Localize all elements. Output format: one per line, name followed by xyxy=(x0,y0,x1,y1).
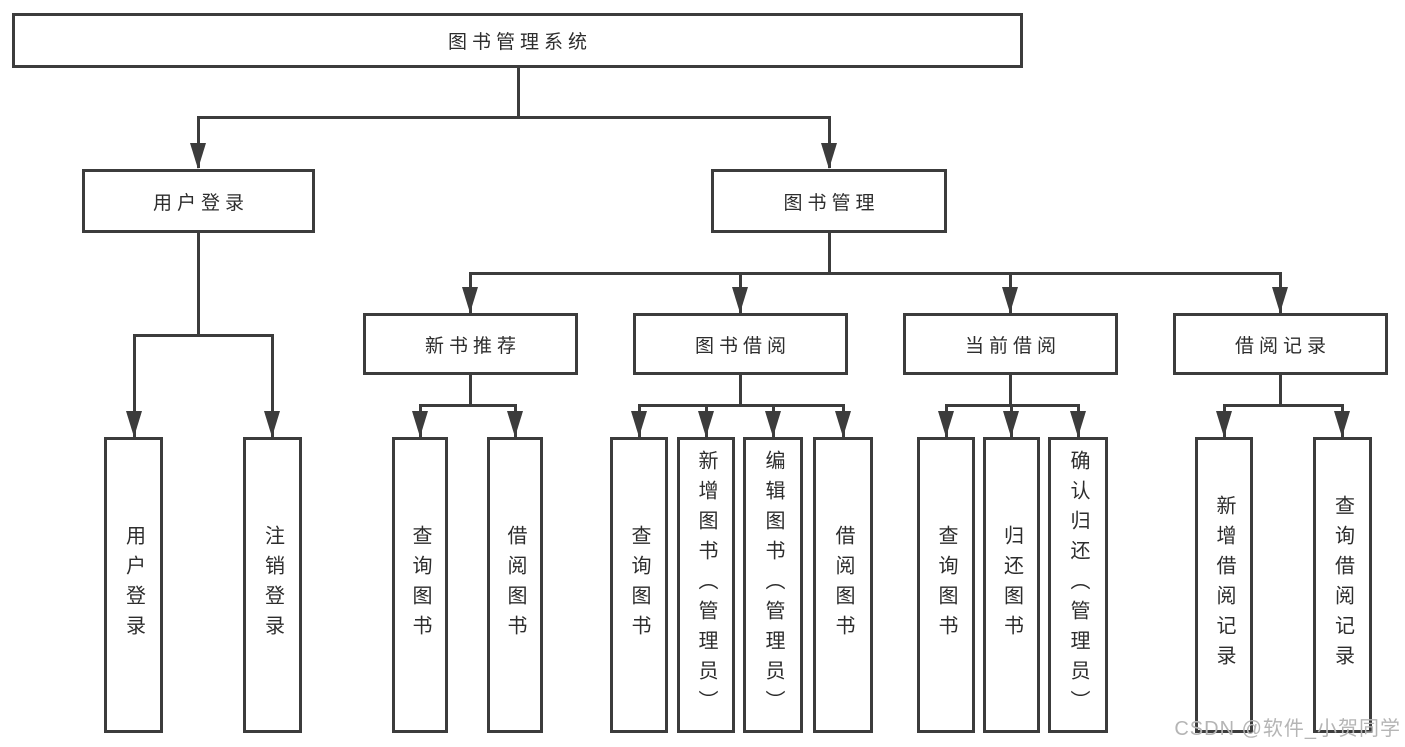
arrow-down-icon xyxy=(1272,287,1288,313)
arrow-down-icon xyxy=(1003,411,1019,437)
node-new-book-recommend-label: 新书推荐 xyxy=(424,335,521,357)
node-book-management: 图书管理 xyxy=(711,169,947,233)
leaf-bb-edit-books-admin-label: 编辑图书（管理员） xyxy=(762,450,784,720)
leaf-nb-query-books-label: 查询图书 xyxy=(409,525,431,645)
leaf-bb-add-books-admin: 新增图书（管理员） xyxy=(677,437,735,733)
leaf-nb-borrow-books-label: 借阅图书 xyxy=(504,525,526,645)
leaf-user-login: 用户登录 xyxy=(104,437,163,733)
leaf-cb-query-books-label: 查询图书 xyxy=(935,525,957,645)
connector-line xyxy=(419,404,517,407)
node-user-login: 用户登录 xyxy=(82,169,315,233)
leaf-br-add-record: 新增借阅记录 xyxy=(1195,437,1253,733)
leaf-nb-query-books: 查询图书 xyxy=(392,437,448,733)
arrow-down-icon xyxy=(462,287,478,313)
connector-line xyxy=(828,116,831,168)
leaf-cb-return-books: 归还图书 xyxy=(983,437,1040,733)
arrow-down-icon xyxy=(1070,411,1086,437)
node-current-borrow: 当前借阅 xyxy=(903,313,1118,375)
leaf-br-query-record: 查询借阅记录 xyxy=(1313,437,1372,733)
arrow-down-icon xyxy=(1334,411,1350,437)
node-borrow-records-label: 借阅记录 xyxy=(1234,335,1331,357)
leaf-br-query-record-label: 查询借阅记录 xyxy=(1331,495,1354,675)
connector-line xyxy=(1009,375,1012,407)
arrow-down-icon xyxy=(732,287,748,313)
leaf-nb-borrow-books: 借阅图书 xyxy=(487,437,543,733)
connector-line xyxy=(197,233,200,337)
leaf-bb-query-books-label: 查询图书 xyxy=(628,525,650,645)
arrow-down-icon xyxy=(631,411,647,437)
leaf-bb-edit-books-admin: 编辑图书（管理员） xyxy=(743,437,803,733)
arrow-down-icon xyxy=(190,143,206,169)
leaf-bb-query-books: 查询图书 xyxy=(610,437,668,733)
connector-line xyxy=(197,116,831,119)
connector-line xyxy=(133,334,136,437)
connector-line xyxy=(197,116,200,168)
connector-line xyxy=(828,233,831,275)
node-book-management-label: 图书管理 xyxy=(783,192,880,214)
arrow-down-icon xyxy=(1002,287,1018,313)
leaf-br-add-record-label: 新增借阅记录 xyxy=(1213,495,1235,675)
arrow-down-icon xyxy=(821,143,837,169)
connector-line xyxy=(739,375,742,407)
node-root-system-label: 图书管理系统 xyxy=(447,32,592,53)
leaf-bb-borrow-books: 借阅图书 xyxy=(813,437,873,733)
node-new-book-recommend: 新书推荐 xyxy=(363,313,578,375)
arrow-down-icon xyxy=(938,411,954,437)
csdn-watermark: CSDN @软件_小贺同学 xyxy=(1174,718,1401,740)
connector-line xyxy=(1223,404,1343,407)
leaf-logout-label: 注销登录 xyxy=(261,525,284,645)
connector-line xyxy=(271,334,274,437)
arrow-down-icon xyxy=(126,411,142,437)
connector-line xyxy=(469,272,1282,275)
node-borrow-records: 借阅记录 xyxy=(1173,313,1388,375)
leaf-cb-return-books-label: 归还图书 xyxy=(1000,525,1023,645)
arrow-down-icon xyxy=(412,411,428,437)
arrow-down-icon xyxy=(507,411,523,437)
connector-line xyxy=(133,334,273,337)
node-user-login-label: 用户登录 xyxy=(152,192,249,214)
arrow-down-icon xyxy=(1216,411,1232,437)
leaf-cb-confirm-return-admin-label: 确认归还（管理员） xyxy=(1067,450,1089,720)
leaf-user-login-label: 用户登录 xyxy=(122,525,145,645)
connector-line xyxy=(1279,375,1282,407)
leaf-bb-add-books-admin-label: 新增图书（管理员） xyxy=(695,450,717,720)
arrow-down-icon xyxy=(264,411,280,437)
arrow-down-icon xyxy=(698,411,714,437)
leaf-cb-confirm-return-admin: 确认归还（管理员） xyxy=(1048,437,1108,733)
connector-line xyxy=(469,375,472,407)
leaf-cb-query-books: 查询图书 xyxy=(917,437,975,733)
arrow-down-icon xyxy=(835,411,851,437)
leaf-logout: 注销登录 xyxy=(243,437,302,733)
leaf-bb-borrow-books-label: 借阅图书 xyxy=(832,525,854,645)
node-book-borrow: 图书借阅 xyxy=(633,313,848,375)
arrow-down-icon xyxy=(765,411,781,437)
connector-line xyxy=(638,404,844,407)
connector-line xyxy=(517,68,520,118)
node-book-borrow-label: 图书借阅 xyxy=(694,335,791,357)
node-current-borrow-label: 当前借阅 xyxy=(964,335,1061,357)
node-root-system: 图书管理系统 xyxy=(12,13,1023,68)
